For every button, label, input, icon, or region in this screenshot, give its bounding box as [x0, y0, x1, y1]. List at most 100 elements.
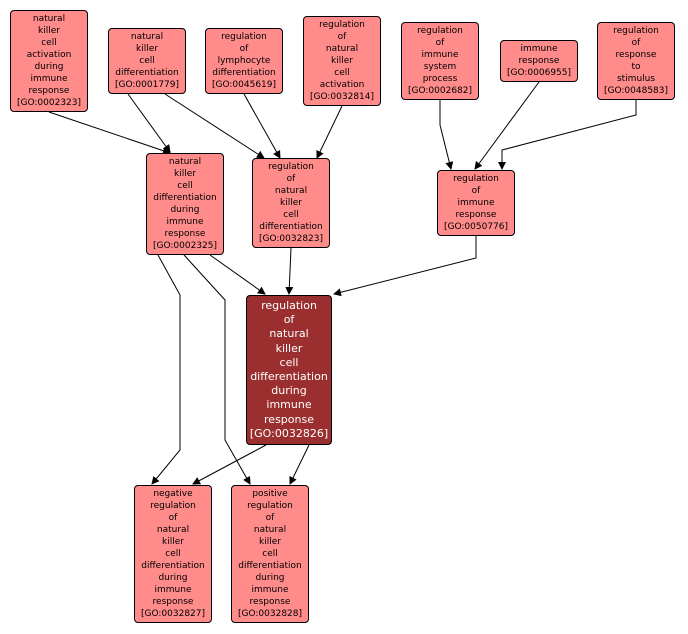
go-term-id: [GO:0002325]: [152, 241, 218, 251]
go-term-label-line: differentiation: [212, 68, 276, 78]
edge-GO0001779-to-GO0032823: [164, 93, 265, 159]
go-term-label-line: immune: [166, 217, 204, 227]
go-term-id: [GO:0001779]: [114, 80, 180, 90]
go-term-label-line: regulation: [613, 26, 659, 36]
go-term-id: [GO:0032827]: [140, 609, 206, 619]
go-term-label-line: stimulus: [616, 74, 656, 84]
edge-GO0032826-to-GO0032827: [192, 444, 267, 485]
edge-GO0001779-to-GO0002325: [127, 93, 171, 153]
go-term-label-line: system: [423, 62, 457, 72]
edge-GO0045619-to-GO0032823: [243, 93, 281, 159]
go-term-label-line: of: [337, 32, 347, 42]
edge-GO0032823-to-GO0032826: [285, 247, 294, 295]
edge-GO0048583-to-GO0050776: [498, 100, 637, 170]
go-term-id: [GO:0048583]: [603, 86, 669, 96]
go-term-label-line: regulation: [453, 174, 499, 184]
go-term-label-line: natural: [156, 525, 190, 535]
go-term-label-line: natural: [269, 327, 309, 341]
go-term-label-line: natural: [274, 186, 308, 196]
go-term-label-line: regulation: [247, 501, 293, 511]
go-term-label-line: response: [164, 229, 206, 239]
go-term-id: [GO:0002682]: [407, 86, 473, 96]
go-term-id: [GO:0002323]: [16, 98, 82, 108]
edge-GO0006955-to-GO0050776: [474, 81, 540, 170]
go-term-label-line: of: [286, 174, 296, 184]
go-term-label-line: regulation: [261, 298, 317, 312]
go-term-label-line: process: [422, 74, 458, 84]
go-term-label-line: differentiation: [115, 68, 179, 78]
go-term-label-line: differentiation: [153, 193, 217, 203]
go-term-label-line: of: [168, 513, 178, 523]
go-term-label-line: differentiation: [250, 370, 328, 383]
go-term-label-line: activation: [26, 50, 72, 60]
go-term-label-line: immune: [251, 585, 289, 595]
go-term-label-line: of: [239, 44, 249, 54]
go-term-label-line: cell: [279, 355, 299, 369]
go-term-label-line: cell: [41, 38, 57, 48]
edge-GO0050776-to-GO0032826: [333, 236, 477, 297]
go-term-label-line: killer: [275, 341, 303, 355]
go-term-id: [GO:0032826]: [249, 426, 329, 440]
go-term-label-line: killer: [331, 56, 353, 66]
go-term-label-line: immune: [457, 198, 495, 208]
edge-GO0032826-to-GO0032828: [289, 444, 310, 485]
go-term-label-line: of: [631, 38, 641, 48]
go-term-label-line: immune: [421, 50, 459, 60]
go-term-label-line: of: [265, 513, 275, 523]
edge-GO0002325-to-GO0032827: [151, 254, 181, 485]
go-term-label-line: cell: [165, 549, 181, 559]
go-term-label-line: of: [435, 38, 445, 48]
go-term-label-line: natural: [130, 32, 164, 42]
go-term-node-go0002323[interactable]: natural killer cell activation during immune r…: [10, 10, 88, 112]
go-term-id: [GO:0032828]: [237, 609, 303, 619]
go-term-id: [GO:0032823]: [258, 234, 324, 244]
go-term-label-line: response: [28, 86, 70, 96]
go-term-label-line: differentiation: [238, 561, 302, 571]
go-term-label-line: regulation: [319, 20, 365, 30]
go-term-label-line: killer: [38, 26, 60, 36]
go-term-id: [GO:0050776]: [443, 222, 509, 232]
go-term-label-line: immune: [520, 44, 558, 54]
go-term-label-line: negative: [153, 489, 193, 499]
go-term-label-line: during: [170, 205, 200, 215]
go-term-label-line: natural: [32, 14, 66, 24]
edge-GO0032814-to-GO0032823: [316, 105, 343, 159]
go-term-label-line: immune: [266, 398, 312, 412]
go-term-label-line: immune: [30, 74, 68, 84]
go-term-node-go0032814[interactable]: regulation of natural killer cell activation […: [303, 16, 381, 106]
go-term-label-line: killer: [162, 537, 184, 547]
go-term-label-line: during: [34, 62, 64, 72]
go-term-label-line: response: [249, 597, 291, 607]
edge-GO0002323-to-GO0002325: [48, 111, 171, 155]
go-term-label-line: cell: [283, 210, 299, 220]
go-term-label-line: cell: [334, 68, 350, 78]
go-term-label-line: regulation: [221, 32, 267, 42]
go-term-label-line: response: [264, 412, 314, 426]
go-term-label-line: cell: [177, 181, 193, 191]
go-term-label-line: lymphocyte: [217, 56, 271, 66]
go-term-label-line: killer: [280, 198, 302, 208]
go-term-label-line: activation: [319, 80, 365, 90]
edge-GO0002682-to-GO0050776: [439, 100, 454, 170]
go-term-label-line: during: [158, 573, 188, 583]
go-term-label-line: of: [283, 313, 295, 327]
go-term-label-line: positive: [252, 489, 288, 499]
go-term-label-line: natural: [325, 44, 359, 54]
go-term-id: [GO:0006955]: [506, 68, 572, 78]
go-term-id: [GO:0032814]: [309, 92, 375, 102]
go-term-label-line: differentiation: [259, 222, 323, 232]
go-term-label-line: during: [255, 573, 285, 583]
go-term-label-line: immune: [154, 585, 192, 595]
